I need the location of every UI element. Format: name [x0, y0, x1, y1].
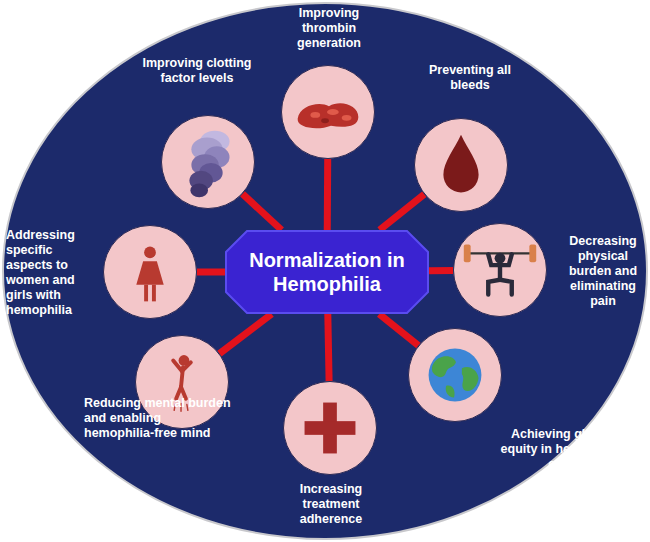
spoke-connector: [324, 159, 331, 230]
spoke-connector: [328, 314, 329, 381]
topic-circle: Addressing specific aspects to women and…: [103, 225, 197, 319]
spoke-connector: [380, 194, 425, 230]
woman-icon: [104, 226, 196, 318]
spoke-connector: [219, 314, 271, 354]
spoke-connector: [243, 194, 282, 230]
topic-circle: Reducing mental burden and enabling hemo…: [135, 335, 229, 429]
spoke-connector: [379, 314, 418, 346]
spoke-connector: [429, 267, 453, 274]
topic-label: Reducing mental burden and enabling hemo…: [84, 396, 234, 441]
topic-label: Addressing specific aspects to women and…: [6, 228, 102, 318]
center-title: Normalization in Hemophilia: [247, 248, 407, 296]
topic-label: Achieving global equity in hemophilia ca…: [491, 427, 631, 472]
spoke-connector: [197, 269, 225, 276]
topic-label: Decreasing physical burden and eliminati…: [563, 234, 643, 309]
topic-label: Preventing all bleeds: [415, 63, 525, 93]
octagon-shape: [225, 230, 429, 314]
blood-drop-icon: [415, 119, 507, 211]
outer-ellipse: [3, 3, 647, 539]
clot-icon: [162, 116, 254, 208]
topic-label: Increasing treatment adherence: [281, 482, 381, 527]
topic-circle: Preventing all bleeds: [414, 118, 508, 212]
topic-label: Improving thrombin generation: [278, 6, 380, 51]
topic-circle: Improving thrombin generation: [281, 65, 375, 159]
thrombin-icon: [282, 66, 374, 158]
center-octagon: Normalization in Hemophilia: [225, 230, 429, 314]
globe-icon: [409, 329, 501, 421]
topic-label: Improving clotting factor levels: [131, 56, 263, 86]
weightlifter-icon: [454, 224, 546, 316]
cross-icon: [284, 382, 376, 474]
topic-circle: Achieving global equity in hemophilia ca…: [408, 328, 502, 422]
topic-circle: Improving clotting factor levels: [161, 115, 255, 209]
topic-circle: Increasing treatment adherence: [283, 381, 377, 475]
topic-circle: Decreasing physical burden and eliminati…: [453, 223, 547, 317]
